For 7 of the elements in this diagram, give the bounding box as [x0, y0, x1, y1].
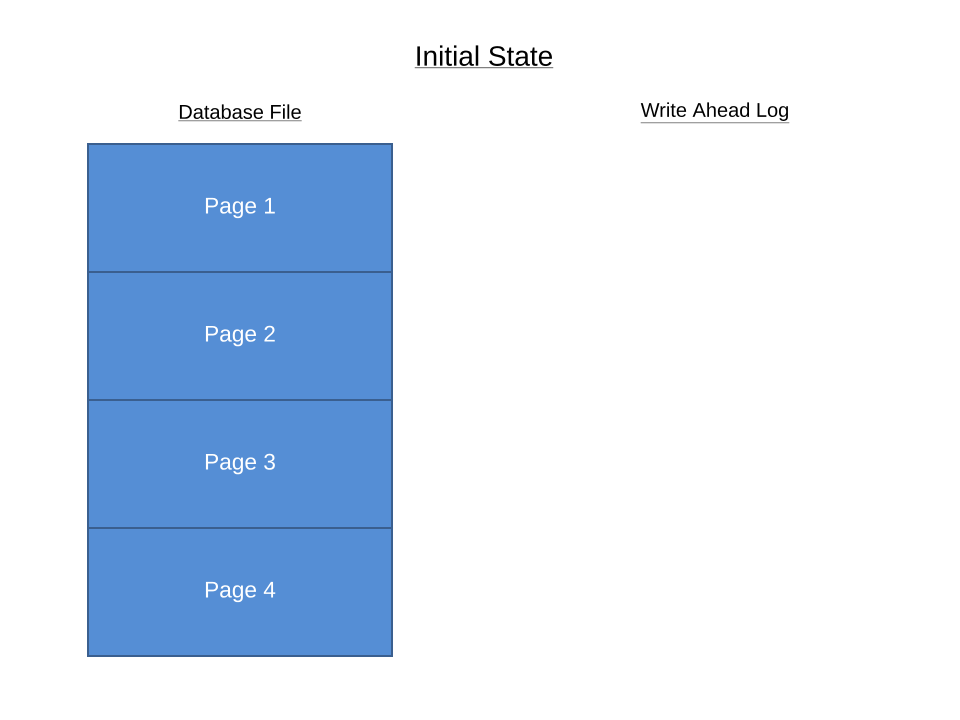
page-box: Page 4: [87, 527, 393, 657]
title: Initial State: [414, 45, 554, 68]
page-box: Page 3: [87, 399, 393, 529]
column-heading: Database File: [178, 104, 302, 122]
page-box: Page 1: [87, 143, 393, 273]
page-box: Page 2: [87, 271, 393, 401]
column-heading: Write Ahead Log: [640, 102, 790, 124]
